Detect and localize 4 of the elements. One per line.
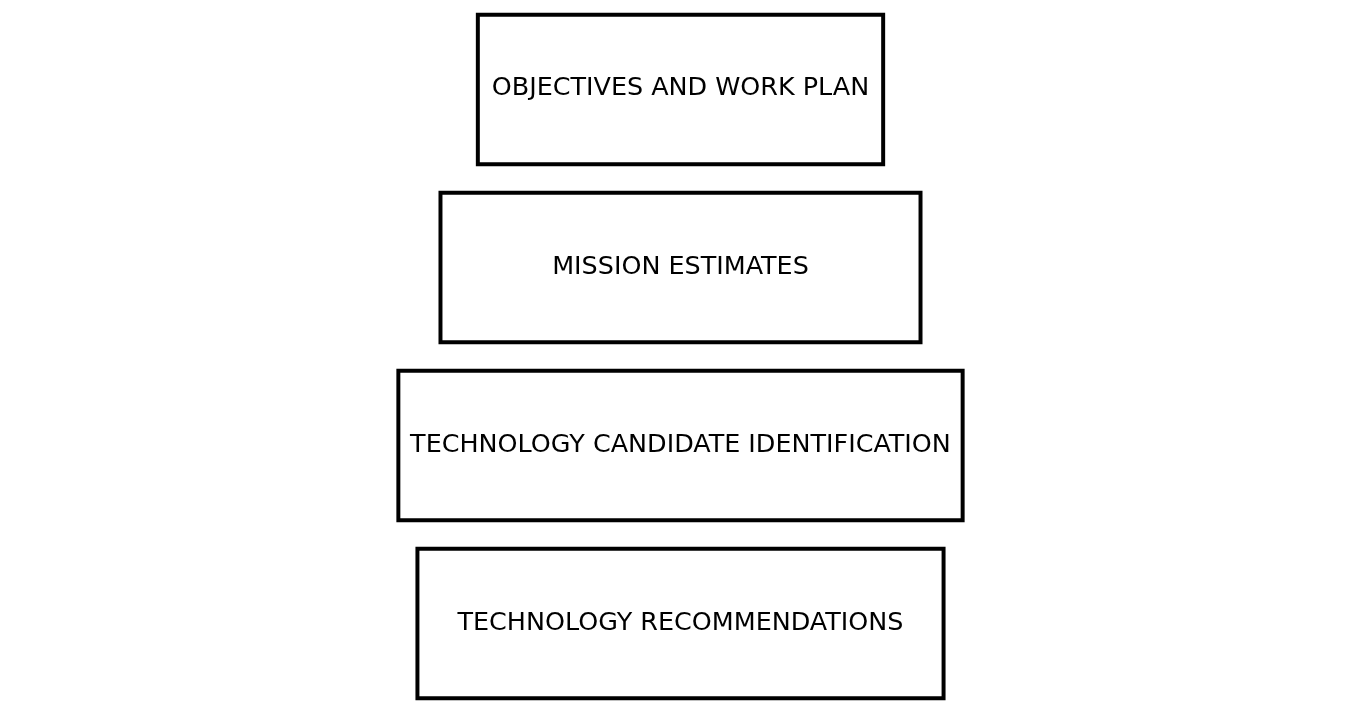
node-box: TECHNOLOGY CANDIDATE IDENTIFICATION (395, 368, 965, 523)
node-box: MISSION ESTIMATES (438, 190, 922, 345)
node-box: OBJECTIVES AND WORK PLAN (475, 12, 885, 167)
node-box: TECHNOLOGY RECOMMENDATIONS (414, 546, 946, 701)
